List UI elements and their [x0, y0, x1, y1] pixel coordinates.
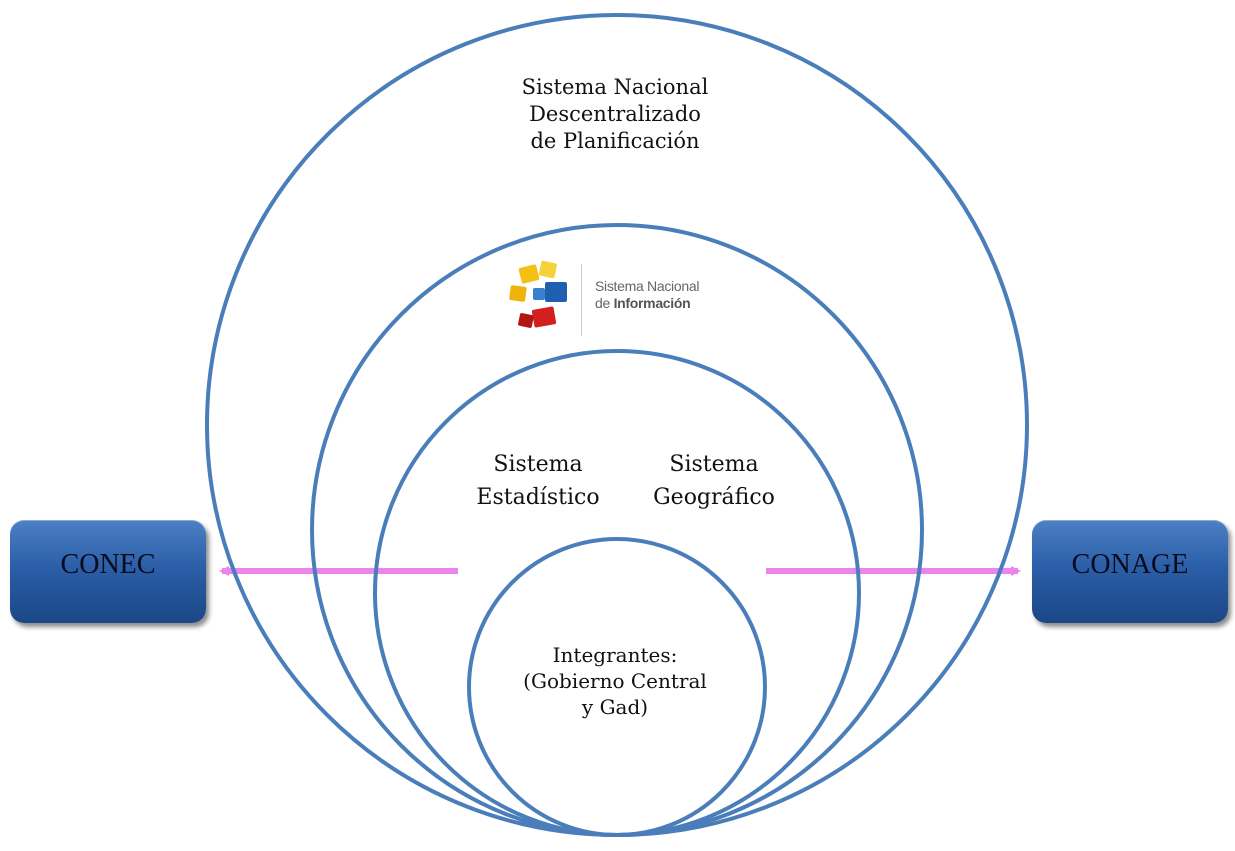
geographic-system-label: Sistema Geográfico [636, 448, 792, 514]
conage-label: CONAGE [1071, 548, 1189, 580]
outer-circle-label: Sistema Nacional Descentralizado de Plan… [460, 74, 770, 155]
logo-divider [581, 264, 582, 336]
logo-line2-bold: Información [613, 295, 691, 311]
statistical-line2: Estadístico [476, 485, 600, 510]
logo-line2-prefix: de [595, 295, 614, 311]
conec-box: CONEC [10, 520, 206, 623]
outer-label-line1: Sistema Nacional [521, 75, 709, 99]
geographic-line2: Geográfico [653, 485, 775, 510]
members-line2: (Gobierno Central [523, 669, 707, 693]
cubes-logo-icon [509, 260, 567, 328]
members-line1: Integrantes: [552, 643, 678, 667]
conec-label: CONEC [60, 548, 156, 580]
statistical-system-label: Sistema Estadístico [460, 448, 616, 514]
logo-text: Sistema Nacional de Información [595, 278, 699, 312]
outer-label-line3: de Planificación [530, 129, 700, 153]
members-circle [467, 537, 767, 837]
logo-line2: de Información [595, 295, 699, 312]
logo-line1: Sistema Nacional [595, 278, 700, 294]
geographic-line1: Sistema [669, 452, 759, 477]
members-label: Integrantes: (Gobierno Central y Gad) [490, 642, 740, 720]
members-line3: y Gad) [581, 695, 649, 719]
statistical-geographic-circle [373, 349, 861, 837]
statistical-line1: Sistema [493, 452, 583, 477]
outer-label-line2: Descentralizado [529, 102, 701, 126]
conage-box: CONAGE [1032, 520, 1228, 623]
sni-logo: Sistema Nacional de Información [507, 258, 722, 340]
